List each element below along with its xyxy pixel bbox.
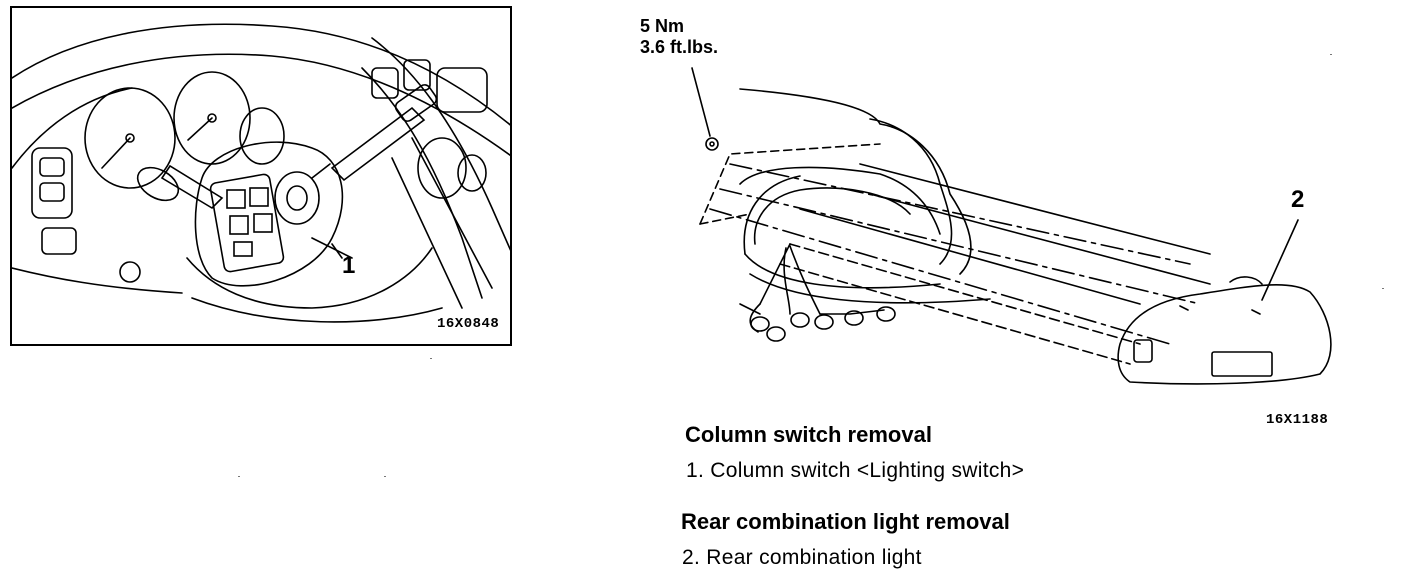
scan-speck	[1382, 288, 1384, 289]
column-switch-item: 1. Column switch <Lighting switch>	[686, 459, 1025, 482]
figure1-code: 16X0848	[437, 316, 500, 332]
rear-light-drawing	[691, 67, 1332, 385]
torque-metric: 5 Nm	[640, 16, 685, 36]
callout-1: 1	[342, 252, 356, 279]
column-switch-illustration	[10, 6, 512, 346]
column-switch-drawing	[12, 23, 510, 323]
figure2-code: 16X1188	[1266, 412, 1329, 428]
torque-spec: 5 Nm 3.6 ft.lbs.	[640, 16, 718, 58]
column-switch-removal-heading: Column switch removal	[685, 422, 932, 447]
torque-imperial: 3.6 ft.lbs.	[640, 37, 719, 57]
scan-speck	[430, 358, 432, 359]
rear-light-removal-heading: Rear combination light removal	[681, 509, 1010, 534]
rear-light-item: 2. Rear combination light	[682, 546, 922, 569]
scan-speck	[384, 476, 386, 477]
rear-combination-light-illustration	[640, 14, 1380, 434]
scan-speck	[1330, 54, 1332, 55]
scan-speck	[238, 476, 240, 477]
callout-2: 2	[1291, 186, 1305, 213]
